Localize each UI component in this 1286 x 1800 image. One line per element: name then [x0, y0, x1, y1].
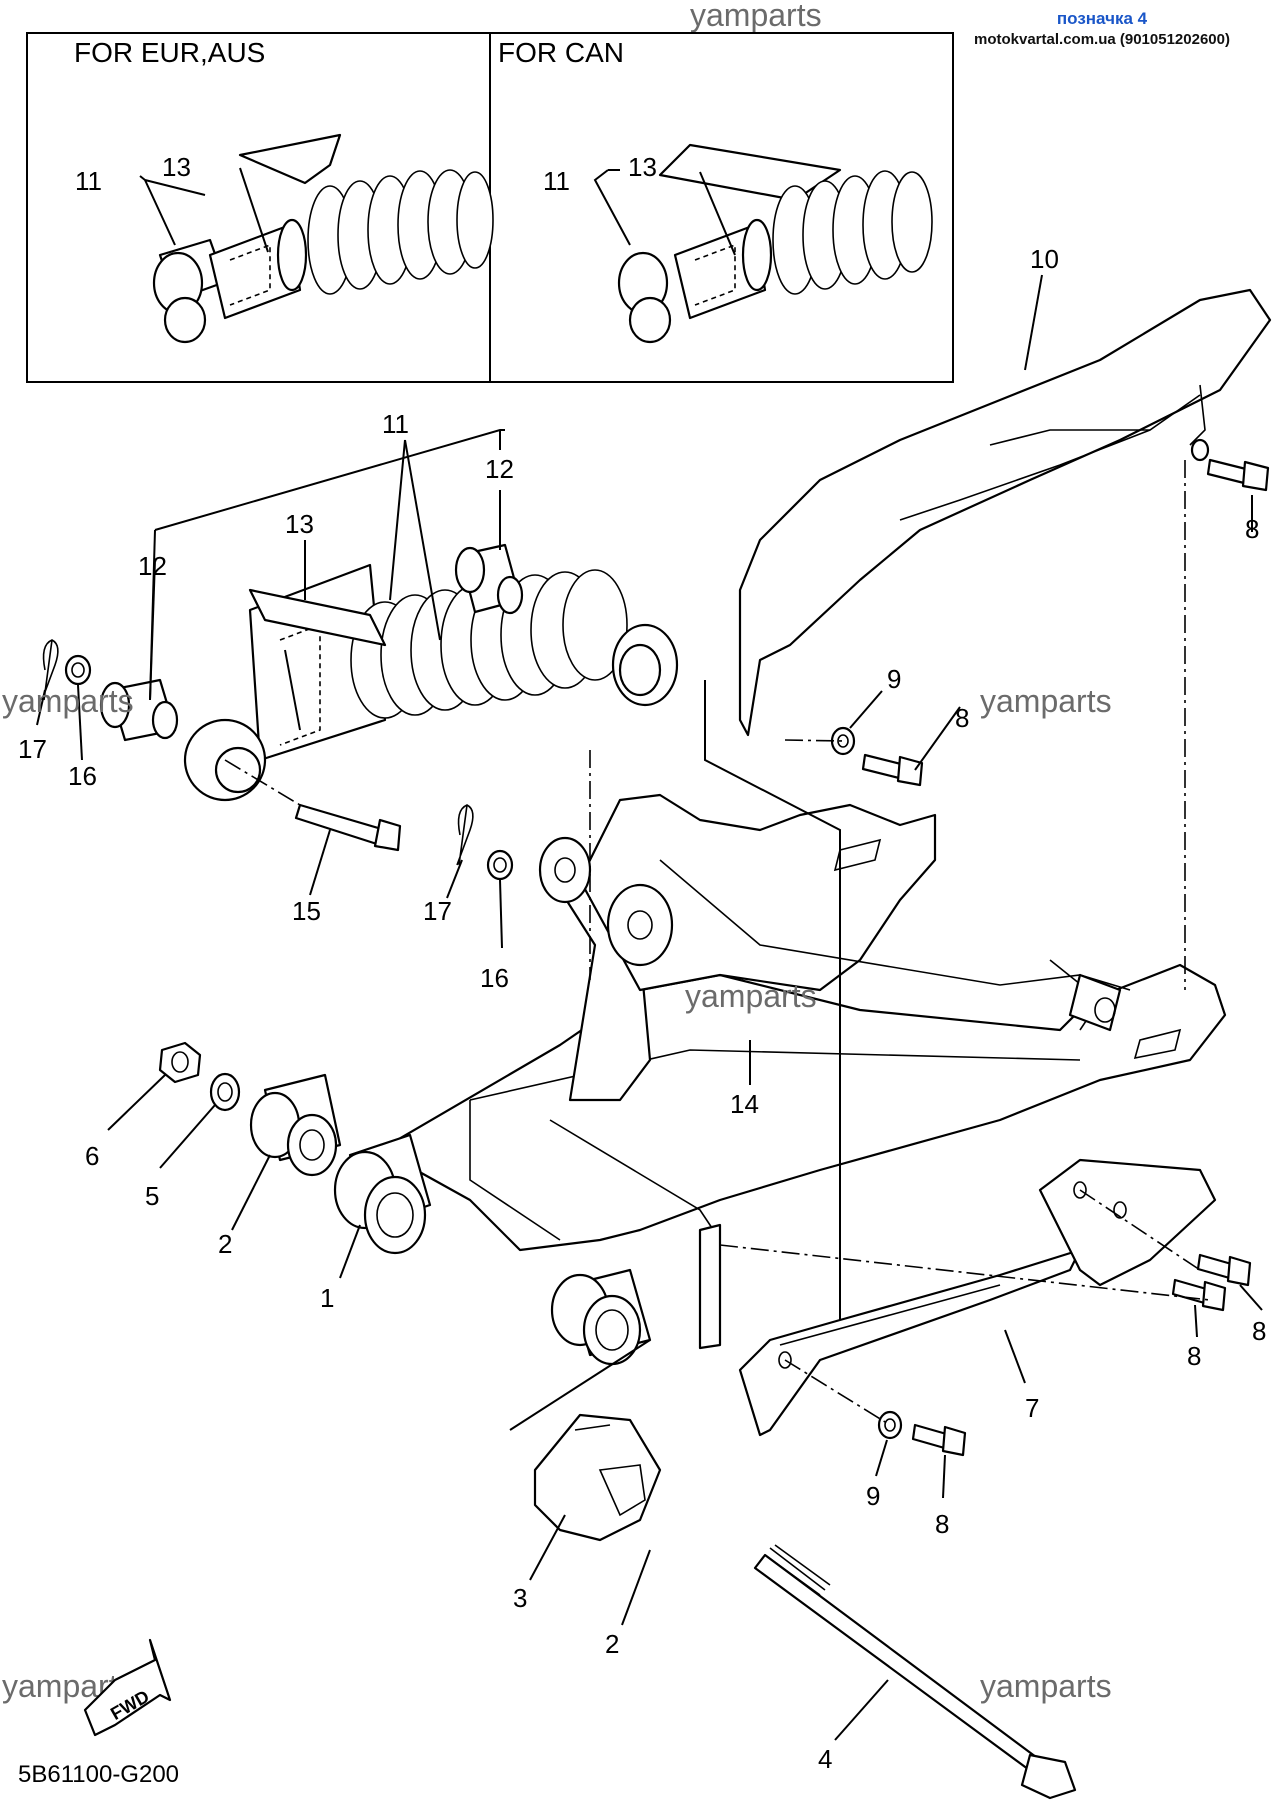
callout-9-top: 9 [887, 664, 901, 694]
callout-8-right-b: 8 [1252, 1316, 1266, 1346]
inset-right-callout-13: 13 [628, 152, 657, 182]
callout-14: 14 [730, 1089, 759, 1119]
part-chain-guard [738, 288, 1272, 737]
inset-left-title: FOR EUR,AUS [74, 37, 265, 68]
inset-right-title: FOR CAN [498, 37, 624, 68]
inset-right-shock: 11 13 [543, 143, 933, 344]
inset-left-callout-11: 11 [75, 166, 102, 196]
callout-6: 6 [85, 1141, 99, 1171]
watermark-left: yamparts [2, 683, 134, 719]
inset-right-callout-11: 11 [543, 166, 570, 196]
leader-lines [36, 274, 1263, 1741]
callout-3: 3 [513, 1583, 527, 1613]
callout-8-mid: 8 [955, 703, 969, 733]
part-pivot-collars [249, 1073, 652, 1366]
inset-left-shock: 11 13 [75, 133, 494, 344]
inset-panel: FOR EUR,AUS FOR CAN 11 13 [26, 32, 954, 383]
callout-labels: 10 11 12 12 13 17 16 15 17 16 14 6 5 2 1… [18, 244, 1266, 1774]
part-bolts-8 [861, 458, 1270, 1457]
callout-17-right: 17 [423, 896, 452, 926]
callout-12-left: 12 [138, 551, 167, 581]
callout-2-bottom: 2 [605, 1629, 619, 1659]
part-cotter-pin-right [456, 804, 514, 881]
part-chain-guide [738, 1248, 1082, 1437]
callout-8-bottom: 8 [935, 1509, 949, 1539]
callout-8-right-a: 8 [1187, 1341, 1201, 1371]
callout-13: 13 [285, 509, 314, 539]
callout-4: 4 [818, 1744, 832, 1774]
part-bracket [698, 1158, 1217, 1350]
watermark-bottom-right: yamparts [980, 1668, 1112, 1704]
callout-16-left: 16 [68, 761, 97, 791]
part-nut-washer [158, 1041, 241, 1112]
part-swingarm [378, 793, 1227, 1252]
inset-left-callout-13: 13 [162, 152, 191, 182]
part-rear-shock [183, 563, 679, 802]
callout-7: 7 [1025, 1393, 1039, 1423]
callout-9-bottom: 9 [866, 1481, 880, 1511]
part-bushings [99, 543, 524, 742]
callout-8-top: 8 [1245, 514, 1259, 544]
callout-1: 1 [320, 1283, 334, 1313]
callout-15: 15 [292, 896, 321, 926]
badge-source: motokvartal.com.ua (901051202600) [974, 31, 1230, 48]
callout-11: 11 [382, 409, 409, 439]
callout-2-top: 2 [218, 1229, 232, 1259]
badge-title: позначка 4 [1057, 9, 1148, 28]
part-pivot-shaft [753, 1544, 1077, 1800]
part-chain-slider [533, 1413, 662, 1542]
watermark-top: yamparts [690, 0, 822, 33]
callout-10: 10 [1030, 244, 1059, 274]
watermark-right: yamparts [980, 683, 1112, 719]
part-cotter-pin-left [41, 639, 92, 701]
part-washers-9 [830, 726, 903, 1440]
part-bolt-15 [294, 803, 402, 852]
callout-17-left: 17 [18, 734, 47, 764]
diagram-code: 5B61100-G200 [18, 1761, 179, 1788]
watermark-center: yamparts [685, 978, 817, 1014]
callout-12-top: 12 [485, 454, 514, 484]
callout-16-right: 16 [480, 963, 509, 993]
callout-5: 5 [145, 1181, 159, 1211]
